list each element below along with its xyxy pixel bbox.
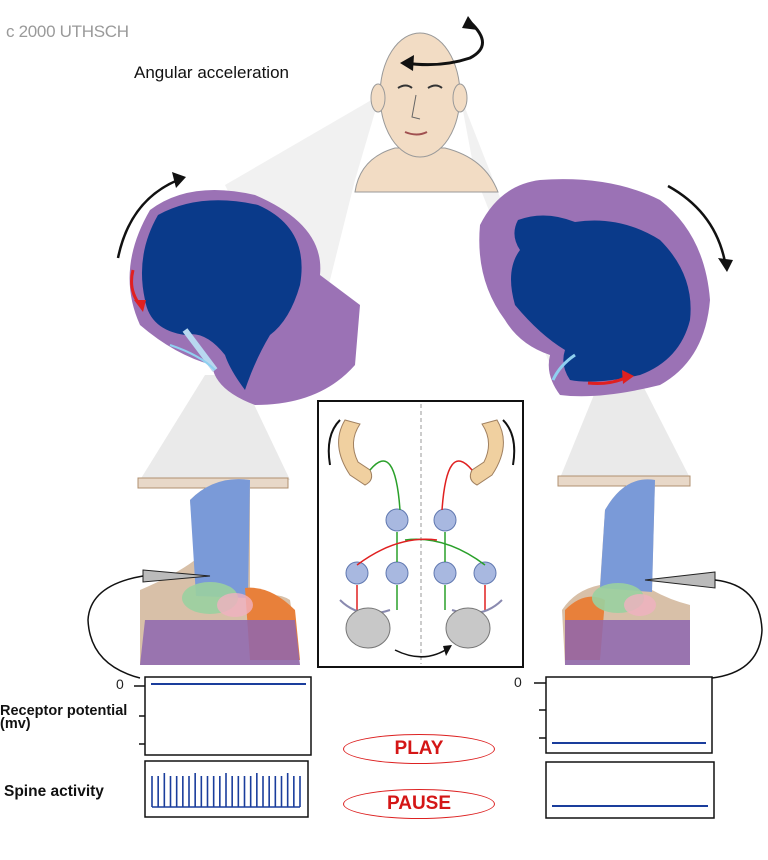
left-red-arrow-head — [134, 300, 146, 312]
right-lower-cone — [560, 380, 690, 478]
left-zero-label: 0 — [116, 676, 124, 692]
right-zero-label: 0 — [514, 674, 522, 690]
head-illustration — [354, 32, 499, 193]
receptor-potential-label: Receptor potential (mv) — [0, 703, 128, 732]
right-crista — [557, 475, 691, 665]
play-button[interactable]: PLAY — [343, 734, 495, 764]
neural-circuit-panel — [317, 400, 524, 668]
pause-button[interactable]: PAUSE — [343, 789, 495, 819]
left-electrode-wire — [87, 575, 144, 679]
right-ampulla — [479, 179, 710, 397]
right-red-flow-arrow — [587, 376, 626, 385]
right-receptor-box — [545, 676, 713, 754]
copyright-text: c 2000 UTHSCH — [6, 22, 129, 41]
left-spike-train — [151, 773, 301, 808]
right-ampulla-rotation-arrow — [667, 184, 727, 263]
spine-activity-label: Spine activity — [4, 783, 104, 800]
left-ampulla-arrow-head — [172, 172, 186, 188]
diagram-title: Angular acceleration — [134, 63, 289, 82]
head-arrow-head — [400, 55, 414, 71]
copyright-notice: c 2000 UTHSCH — [6, 22, 129, 42]
left-crista — [137, 477, 300, 665]
head-rotation-arrow — [404, 20, 484, 67]
right-red-arrow-head — [622, 370, 634, 384]
right-spine-box — [545, 761, 715, 819]
left-ampulla-rotation-arrow — [116, 178, 179, 259]
head-arrow-tail-head — [462, 16, 478, 30]
left-ampulla — [129, 190, 360, 405]
right-ampulla-arrow-head — [718, 258, 733, 272]
left-receptor-box — [144, 676, 312, 756]
right-electrode — [644, 571, 716, 589]
right-electrode-wire — [711, 579, 763, 679]
